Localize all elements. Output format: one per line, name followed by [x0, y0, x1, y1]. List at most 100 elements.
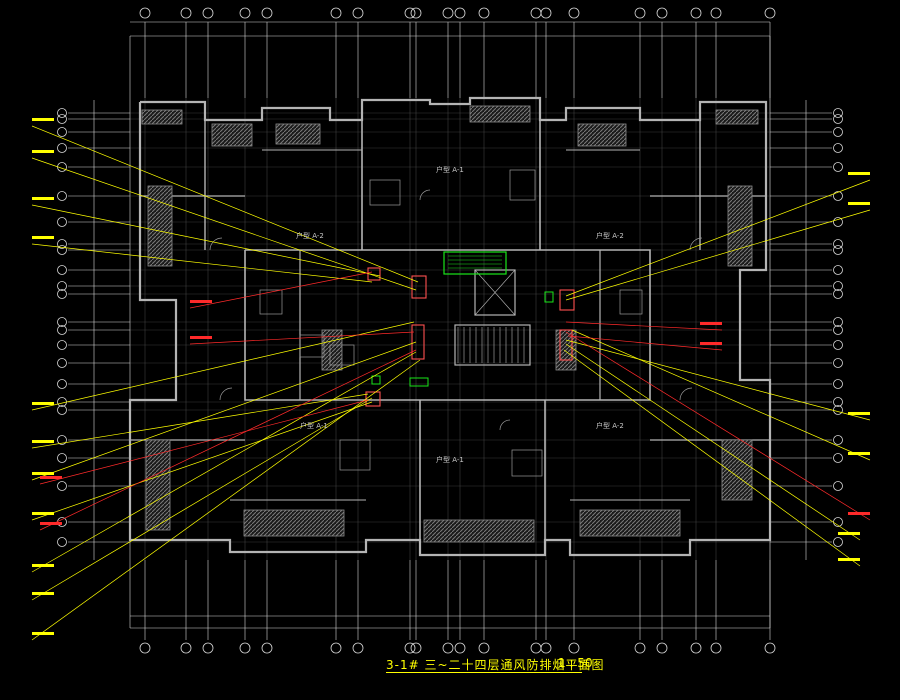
axis-bubble: [833, 191, 843, 201]
axis-bubble: [410, 642, 422, 654]
hatch-zone: [145, 439, 171, 531]
room-details: [209, 169, 703, 477]
leader-tag: [190, 300, 212, 303]
axis-bubble: [239, 7, 251, 19]
unit-label: 户型 A-2: [296, 231, 324, 240]
title-underline: [386, 672, 582, 673]
axis-bubble: [833, 114, 843, 124]
axis-bubble: [57, 537, 67, 547]
fixture: [339, 439, 371, 471]
axis-bubble: [410, 7, 422, 19]
leader-line: [565, 321, 723, 331]
leader-tag: [40, 522, 62, 525]
axis-bubble: [634, 642, 646, 654]
leader-tag: [838, 558, 860, 561]
leader-line: [31, 401, 373, 521]
duct-shaft: [367, 267, 381, 281]
drawing-title: 3-1# 三~二十四层通风防排烟平面图: [386, 658, 605, 672]
leader-line: [189, 331, 415, 345]
door-swing: [499, 419, 511, 431]
axis-bubble: [690, 7, 702, 19]
leader-tag: [32, 592, 54, 595]
axis-bubble: [202, 7, 214, 19]
axis-bubble: [180, 642, 192, 654]
leader-line: [39, 349, 417, 531]
fixture: [619, 289, 643, 315]
hatch-zone: [727, 185, 753, 267]
leader-line: [565, 343, 861, 541]
hatch-zone: [579, 509, 681, 537]
axis-bubble: [540, 642, 552, 654]
axis-bubble: [764, 642, 776, 654]
leader-tag: [32, 236, 54, 239]
axis-bubble: [764, 7, 776, 19]
leader-line: [565, 339, 871, 421]
axis-grid: [57, 7, 843, 654]
drawing-scale: 1 : 50: [558, 656, 593, 670]
fixture: [329, 344, 355, 366]
outer-wall: [128, 96, 772, 557]
smoke-fan-unit: [443, 251, 507, 275]
axis-bubble: [833, 289, 843, 299]
axis-bubble: [57, 127, 67, 137]
axis-bubble: [57, 265, 67, 275]
annotation-leaders: [31, 118, 871, 641]
leader-line: [567, 335, 723, 351]
axis-bubble: [57, 453, 67, 463]
fixture: [511, 449, 543, 477]
leader-tag: [838, 532, 860, 535]
axis-bubble: [57, 325, 67, 335]
axis-bubble: [833, 162, 843, 172]
leader-tag: [700, 342, 722, 345]
leader-line: [31, 341, 417, 481]
axis-bubble: [656, 7, 668, 19]
leader-line: [571, 329, 871, 461]
leader-tag: [32, 118, 54, 121]
axis-bubble: [57, 143, 67, 153]
leader-line: [189, 271, 373, 309]
leader-tag: [848, 512, 870, 515]
hatched-zones: [141, 105, 759, 543]
axis-bubble: [540, 7, 552, 19]
axis-bubble: [352, 642, 364, 654]
axis-bubble: [442, 642, 454, 654]
leader-tag: [40, 476, 62, 479]
leader-tag: [32, 472, 54, 475]
axis-bubble: [833, 217, 843, 227]
axis-bubble: [180, 7, 192, 19]
fixture: [299, 334, 325, 358]
leader-tag: [32, 197, 54, 200]
axis-bubble: [710, 7, 722, 19]
leader-tag: [700, 322, 722, 325]
door-swing: [219, 387, 233, 401]
drawing-title-block: 3-1# 三~二十四层通风防排烟平面图 1 : 50: [386, 654, 706, 674]
vent-grille: [371, 375, 381, 385]
hatch-zone: [243, 509, 345, 537]
unit-label: 户型 A-2: [596, 231, 624, 240]
duct-shaft: [559, 329, 573, 361]
axis-bubble: [568, 642, 580, 654]
axis-bubble: [57, 405, 67, 415]
fixture: [369, 179, 401, 206]
leader-line: [31, 157, 417, 291]
axis-bubble: [833, 108, 843, 118]
leader-line: [31, 204, 381, 277]
leader-line: [31, 393, 369, 449]
unit-label: 户型 A-1: [300, 421, 328, 430]
axis-bubble: [454, 642, 466, 654]
leader-tag: [32, 402, 54, 405]
axis-bubble: [330, 642, 342, 654]
axis-bubble: [656, 642, 668, 654]
axis-bubble: [57, 191, 67, 201]
axis-bubble: [833, 239, 843, 249]
unit-label: 户型 A-1: [436, 455, 464, 464]
axis-bubble: [57, 340, 67, 350]
vent-grille: [409, 377, 429, 387]
leader-line: [565, 331, 871, 521]
axis-bubble: [833, 481, 843, 491]
hatch-zone: [147, 185, 173, 267]
axis-bubble: [330, 7, 342, 19]
hatch-zone: [211, 123, 253, 147]
axis-bubble: [57, 245, 67, 255]
